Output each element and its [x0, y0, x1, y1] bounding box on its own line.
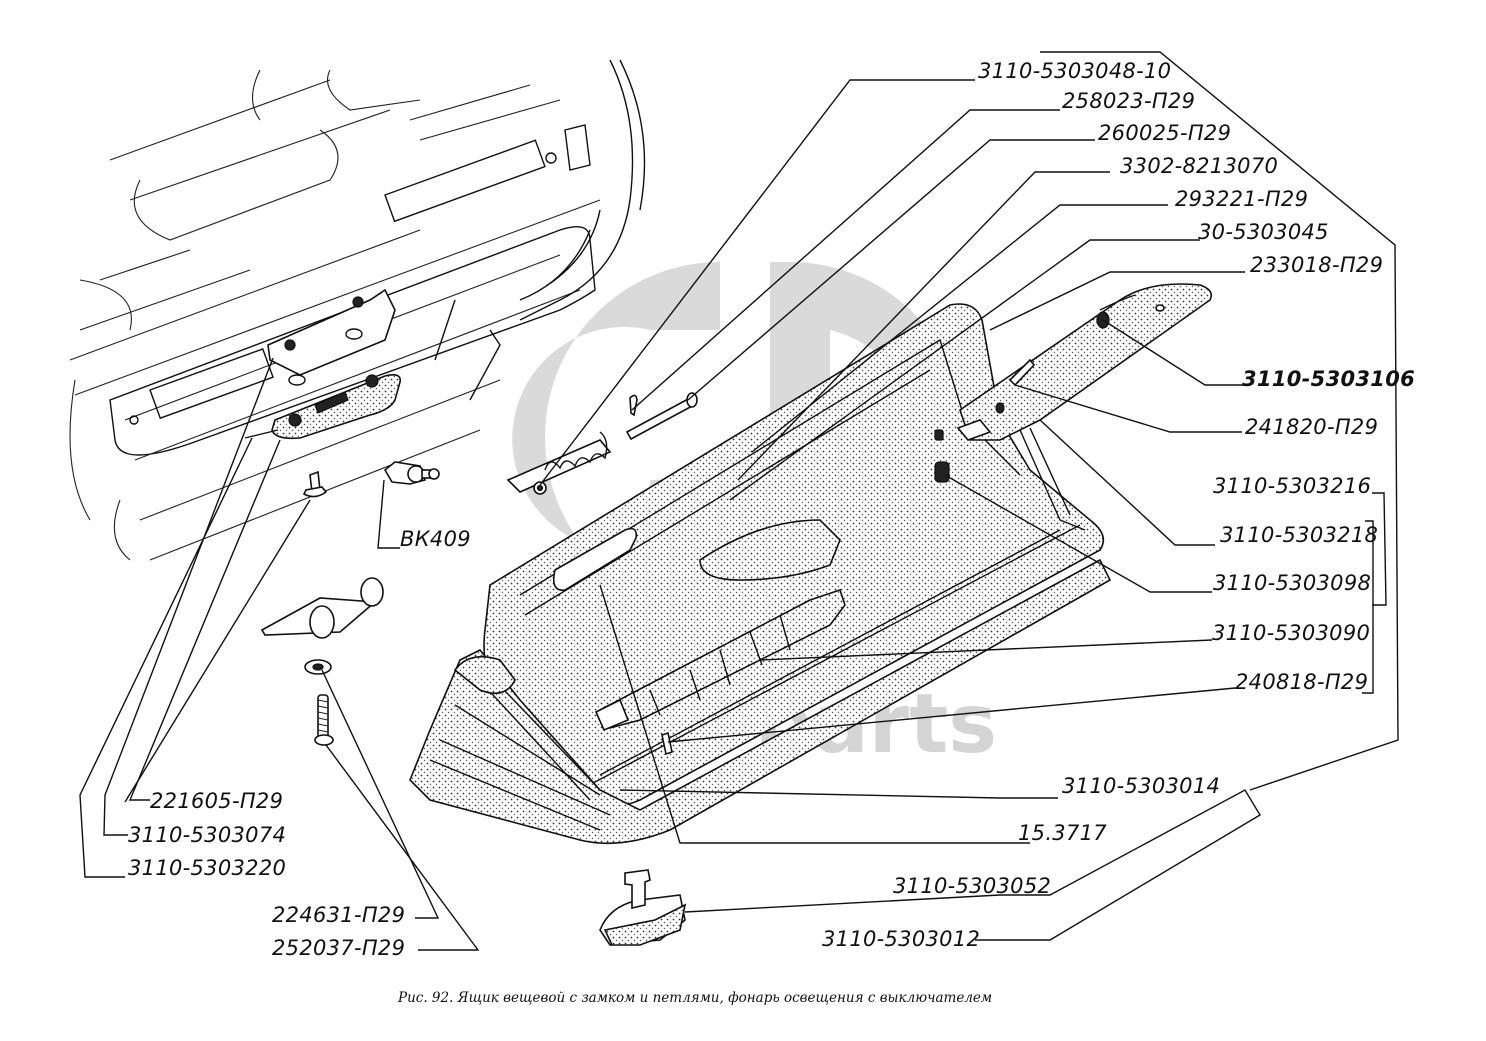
lock-striker-3110-5303074 [260, 577, 384, 639]
label-240818-p29: 240818-П29 [1235, 670, 1368, 694]
labels-right: 3110-5303048-10 258023-П29 260025-П29 33… [822, 59, 1415, 951]
label-3110-5303218: 3110-5303218 [1220, 523, 1378, 547]
screw-252037 [314, 694, 334, 746]
glovebox-hinge-spring [506, 431, 612, 495]
label-241820-p29: 241820-П29 [1245, 415, 1378, 439]
label-3110-5303098: 3110-5303098 [1213, 571, 1371, 595]
switch-vk409 [383, 461, 440, 485]
label-252037-p29: 252037-П29 [272, 936, 405, 960]
label-3110-5303074: 3110-5303074 [128, 823, 286, 847]
label-30-5303045: 30-5303045 [1198, 220, 1329, 244]
bushing-3110-5303098 [934, 429, 950, 483]
screw-221605 [302, 470, 328, 498]
hinge-lower [244, 374, 402, 440]
screw-240818 [661, 731, 673, 756]
label-260025-p29: 260025-П29 [1098, 121, 1231, 145]
glovebox-frame [409, 558, 1112, 845]
label-vk409: ВК409 [400, 527, 471, 551]
labels-left: ВК409 221605-П29 3110-5303074 3110-53032… [128, 527, 471, 960]
label-3302-8213070: 3302-8213070 [1120, 154, 1278, 178]
label-3110-5303090: 3110-5303090 [1212, 621, 1370, 645]
figure-caption: Рис. 92. Ящик вещевой с замком и петлями… [397, 990, 992, 1006]
label-221605-p29: 221605-П29 [150, 789, 283, 813]
leader-lines [79, 51, 1399, 951]
label-3110-5303014: 3110-5303014 [1062, 774, 1220, 798]
label-3110-5303052: 3110-5303052 [893, 874, 1051, 898]
label-233018-p29: 233018-П29 [1250, 253, 1383, 277]
label-3110-5303012: 3110-5303012 [822, 927, 980, 951]
label-15-3717: 15.3717 [1018, 821, 1107, 845]
hinge-pin [625, 392, 698, 441]
label-3110-5303048-10: 3110-5303048-10 [978, 59, 1171, 83]
glovebox-lid [483, 303, 1105, 811]
label-3110-5303220: 3110-5303220 [128, 856, 286, 880]
label-3110-5303106: 3110-5303106 [1242, 367, 1415, 391]
lock-latch-3110-5303090 [594, 588, 846, 732]
bracket-3110-5303216 [956, 283, 1213, 531]
hinge-upper [267, 288, 396, 386]
dashboard-panel [69, 59, 646, 561]
lamp-3110-5303052 [599, 869, 687, 946]
label-224631-p29: 224631-П29 [272, 903, 405, 927]
label-293221-p29: 293221-П29 [1175, 187, 1308, 211]
label-3110-5303216: 3110-5303216 [1213, 474, 1371, 498]
washer-224631 [304, 659, 332, 675]
label-258023-p29: 258023-П29 [1062, 89, 1195, 113]
